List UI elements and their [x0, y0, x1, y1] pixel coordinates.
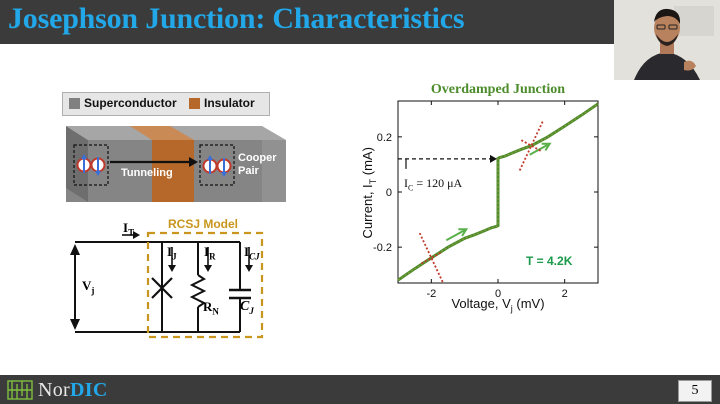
title-bar	[0, 0, 720, 44]
rcsj-title: RCSJ Model	[168, 217, 239, 231]
insulator-top-face	[130, 126, 194, 140]
electron-left-1	[76, 157, 92, 173]
vj-label: Vj	[82, 278, 95, 296]
tangent-lower-a	[418, 232, 444, 284]
icj-label: ICJ	[244, 244, 260, 262]
cooper-pair-box-right	[199, 144, 235, 186]
junction-x-symbol	[151, 277, 173, 299]
temperature-label: T = 4.2K	[526, 254, 573, 268]
cooper-pair-line2: Pair	[238, 165, 259, 177]
ir-label: IR	[204, 244, 216, 262]
bar-top-face	[66, 126, 286, 140]
cooper-pair-line1: Cooper	[238, 152, 277, 164]
critical-current-arrowhead	[490, 154, 497, 163]
page-number: 5	[678, 380, 712, 402]
it-label: IT	[123, 220, 135, 238]
chart-title: Overdamped Junction	[430, 82, 566, 97]
cj-label: CJ	[240, 299, 254, 316]
bar-left-face	[66, 126, 88, 202]
legend-insulator: Insulator	[204, 96, 255, 110]
tangent-lower-b	[420, 251, 442, 265]
superconductor-swatch	[69, 98, 80, 109]
cooper-pair-label: Cooper Pair	[238, 152, 277, 178]
rn-label: RN	[203, 299, 219, 317]
y-tick-label: 0	[386, 187, 392, 199]
insulator-swatch	[189, 98, 200, 109]
material-legend: Superconductor Insulator	[62, 92, 270, 116]
slide-title: Josephson Junction: Characteristics	[8, 2, 465, 35]
tangent-upper-b	[520, 139, 542, 152]
direction-arrow-upper-head	[541, 142, 552, 152]
presenter-image	[614, 0, 720, 80]
direction-arrow-lower	[445, 228, 467, 242]
presenter-webcam	[614, 0, 720, 80]
electron-right-2	[216, 158, 232, 174]
y-tick-label: 0.2	[377, 132, 392, 144]
tangent-upper-a	[518, 120, 544, 171]
direction-arrow-upper	[529, 142, 551, 156]
legend-superconductor: Superconductor	[84, 96, 177, 110]
ij-label: IJ	[167, 244, 177, 262]
electron-left-2	[90, 157, 106, 173]
critical-current-label: IC = 120 μA	[404, 176, 463, 193]
cooper-pair-box-left	[73, 144, 109, 186]
chart-xlabel: Voltage, Vj (mV)	[451, 296, 545, 314]
electron-right-1	[202, 158, 218, 174]
direction-arrow-lower-head	[458, 228, 469, 237]
chart-ylabel: Current, IT (mA)	[360, 147, 378, 239]
footer-logo: NorDIC	[38, 379, 108, 401]
tunneling-label: Tunneling	[121, 167, 173, 179]
footer-bar	[0, 375, 720, 404]
